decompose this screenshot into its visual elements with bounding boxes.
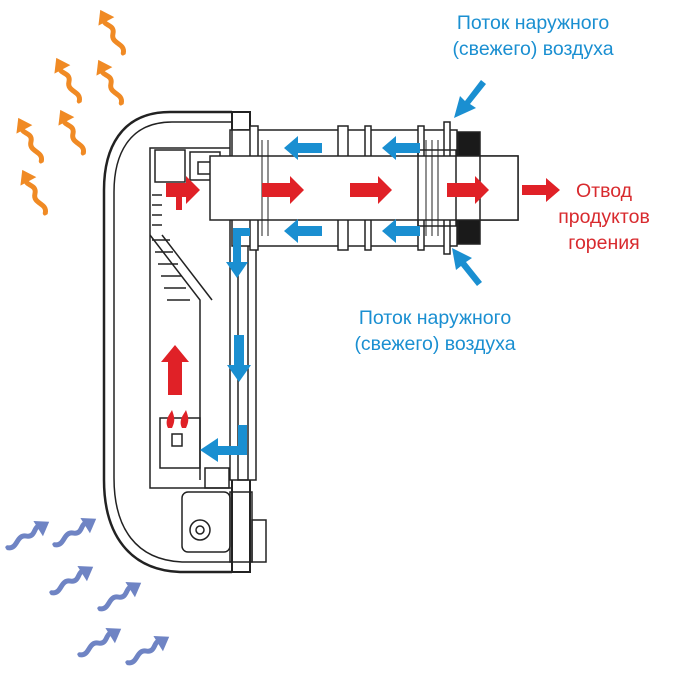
flame-icon xyxy=(166,410,189,428)
top-fresh-air-label-line1: Поток наружного xyxy=(456,12,610,34)
fan-block xyxy=(154,149,221,183)
top-fresh-air-label-line2: (свежего) воздуха xyxy=(452,38,614,60)
gas-valve-block xyxy=(181,467,253,563)
top-fresh-air-label: Поток наружного (свежего) воздуха xyxy=(428,10,638,62)
exhaust-label-line3: горения xyxy=(568,232,640,254)
exhaust-label-line1: Отвод xyxy=(575,180,633,202)
bottom-fresh-air-label: Поток наружного (свежего) воздуха xyxy=(330,305,540,357)
warm-air-waves xyxy=(10,6,131,218)
wall-mount-plate xyxy=(251,519,267,563)
bottom-fresh-air-label-line1: Поток наружного xyxy=(358,307,512,329)
fresh-air-flow-arrows xyxy=(200,80,486,462)
bottom-fresh-air-label-line2: (свежего) воздуха xyxy=(354,333,516,355)
cold-air-waves xyxy=(3,511,174,670)
burner-box xyxy=(159,417,201,469)
exhaust-label-line2: продуктов xyxy=(558,206,650,228)
exhaust-flow-arrows xyxy=(161,176,560,395)
exhaust-label: Отвод продуктов горения xyxy=(540,178,668,256)
heat-exchanger-fins xyxy=(152,194,190,301)
